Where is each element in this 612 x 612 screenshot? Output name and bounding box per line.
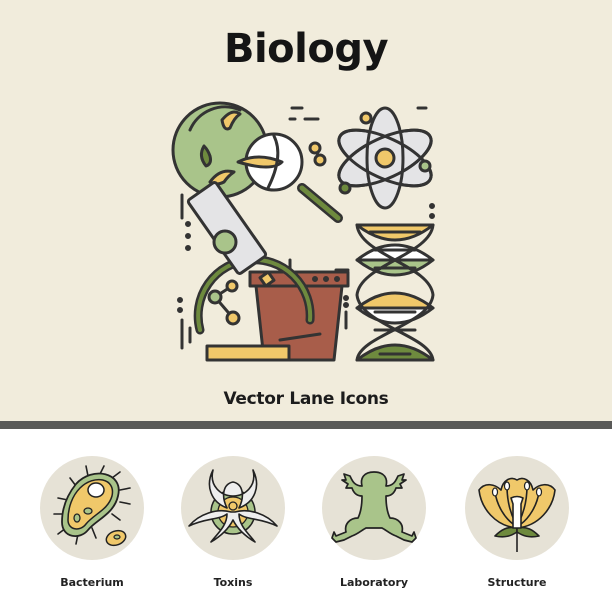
icon-circle [465,456,569,560]
biohazard-icon [188,469,278,543]
icon-label: Toxins [213,576,253,589]
biology-hero-illustration [171,101,435,362]
page-title: Biology [223,26,389,72]
icon-card-toxins: Toxins [178,456,288,589]
flower-icon [478,477,556,552]
icon-card-bacterium: Bacterium [37,456,147,589]
bacterium-icon [53,465,131,547]
icon-card-laboratory: Laboratory [319,456,429,589]
icon-circle [181,456,285,560]
decorative-dashes [177,106,435,350]
section-divider [0,421,612,429]
microscope-icon [186,181,315,362]
molecule-icon-bottom [207,279,241,326]
icon-label: Laboratory [339,576,409,589]
dna-helix-icon [355,223,435,362]
atom-icon [337,106,433,210]
subtitle: Vector Lane Icons [223,389,389,409]
icon-circle [322,456,426,560]
hero-panel: Biology [0,0,612,421]
frog-icon [331,471,417,543]
magnifying-glass-icon [236,132,343,223]
icon-label: Structure [487,576,547,589]
icon-card-structure: Structure [462,456,572,589]
molecule-icon-top [308,141,327,167]
icon-circle [40,456,144,560]
icon-label: Bacterium [60,576,124,589]
